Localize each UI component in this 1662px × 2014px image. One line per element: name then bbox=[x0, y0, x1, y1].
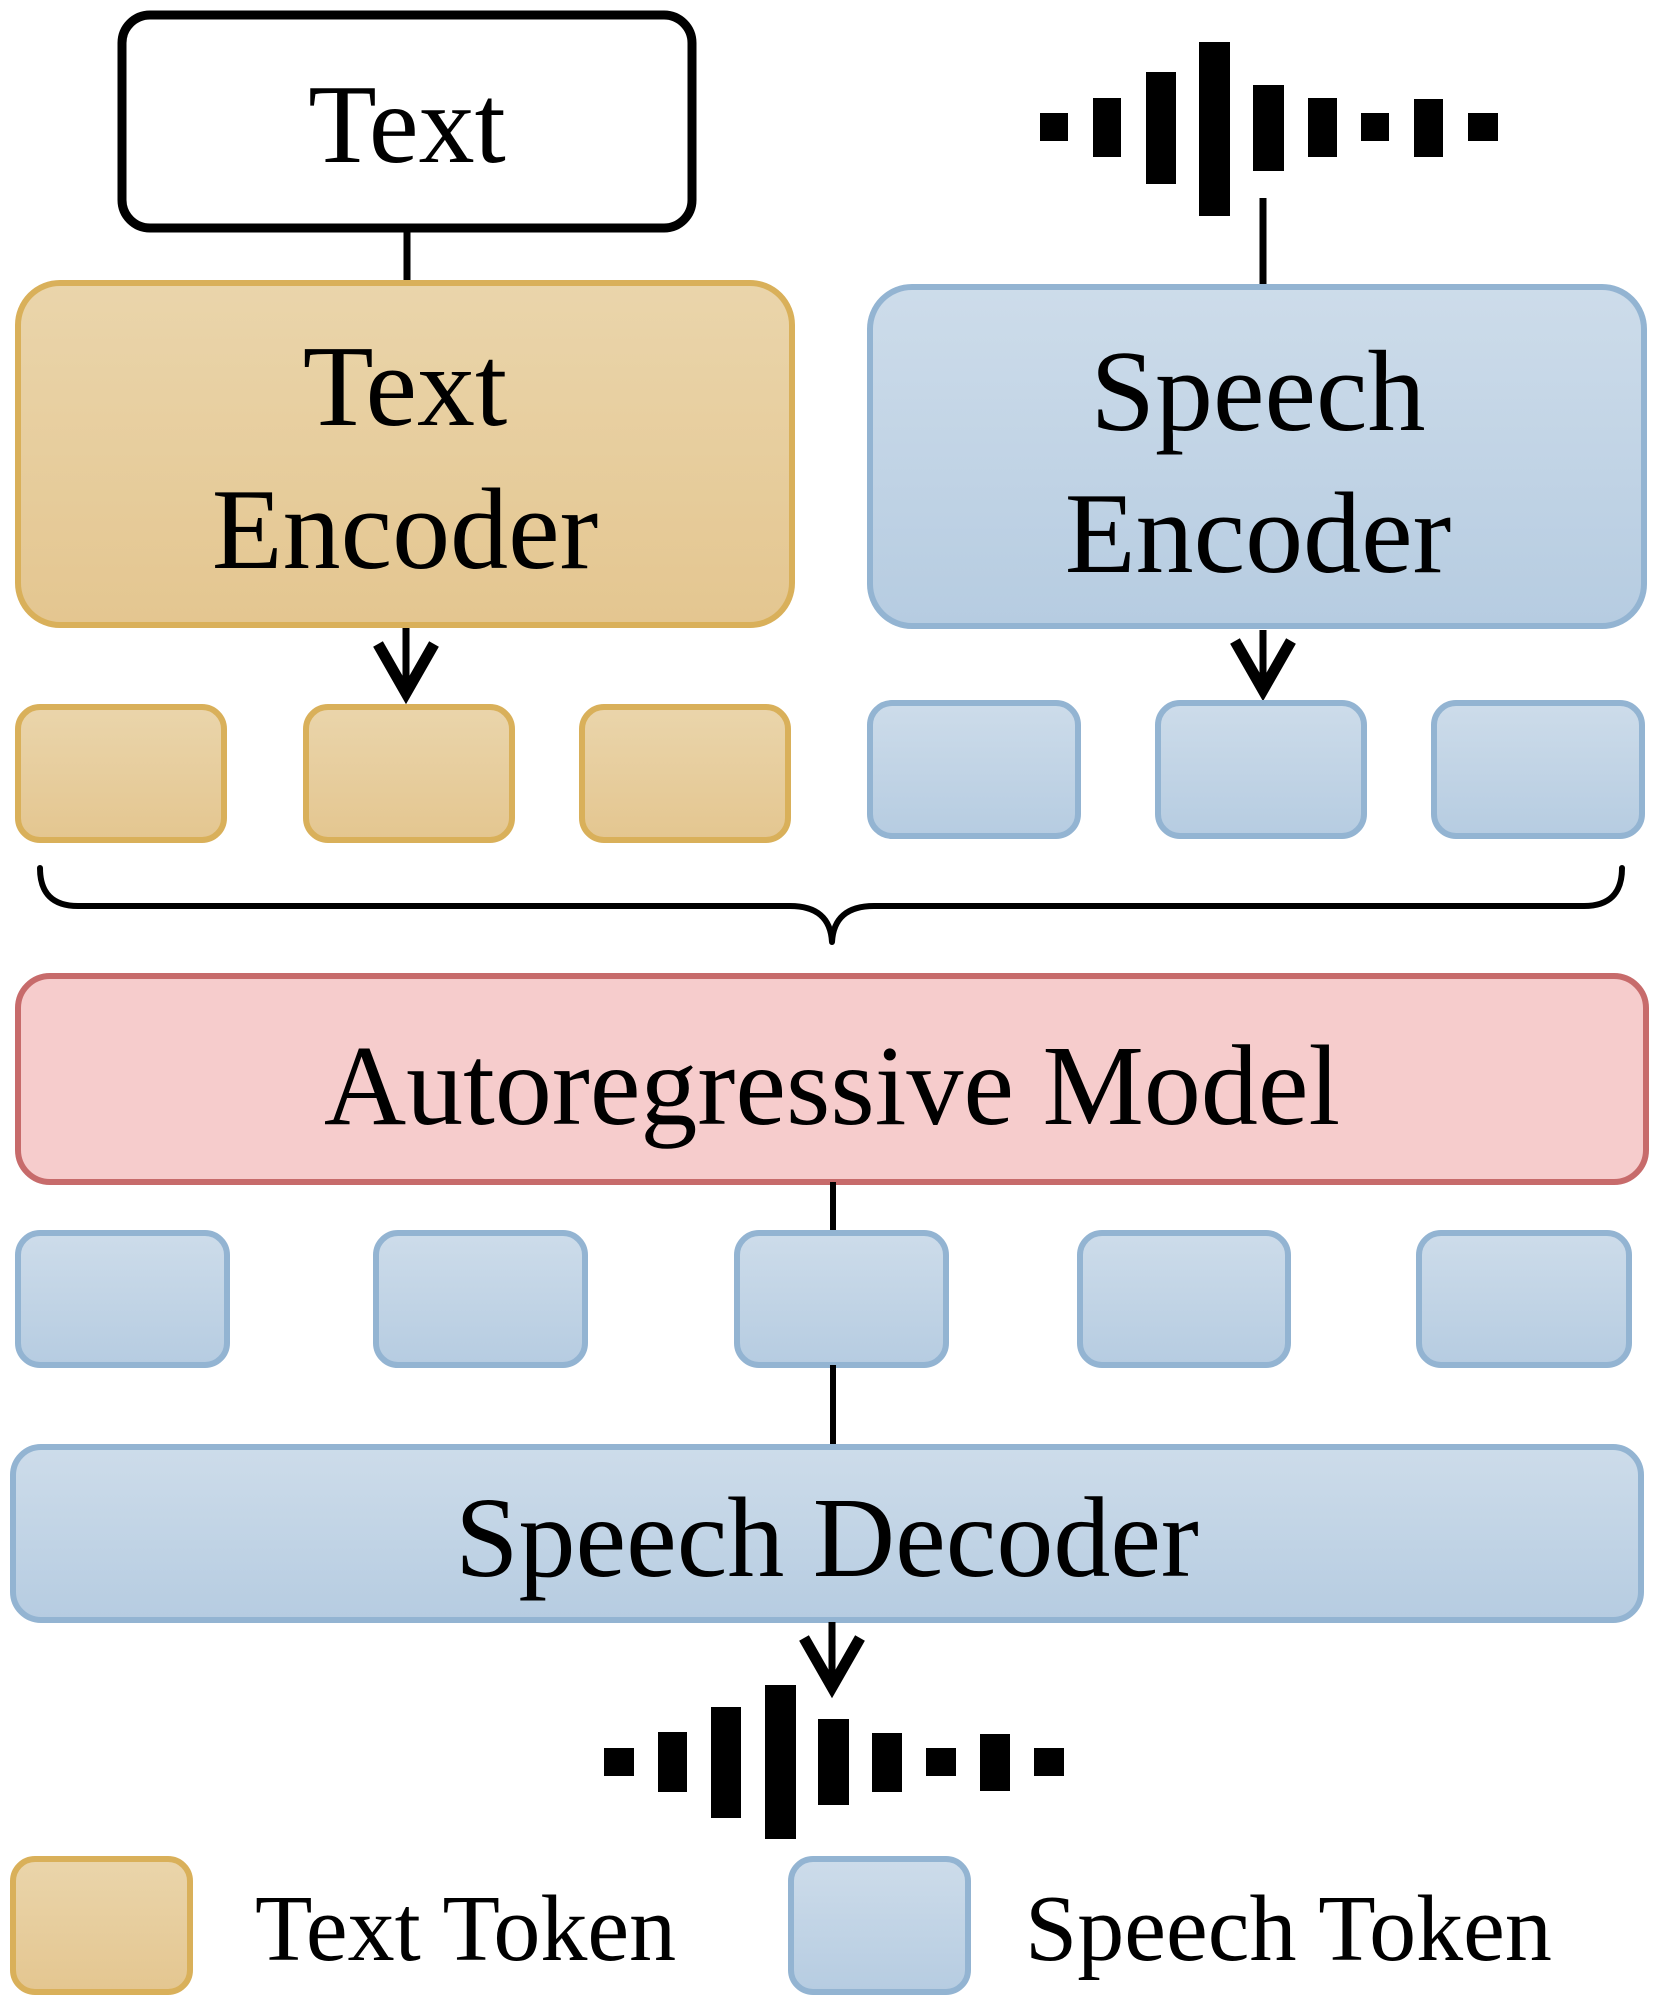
encoded-text-tokens bbox=[15, 704, 791, 843]
text-token bbox=[15, 704, 227, 843]
legend-speech-token-label: Speech Token bbox=[1025, 1877, 1552, 1981]
generated-speech-tokens bbox=[15, 1230, 1632, 1368]
text-token bbox=[303, 704, 515, 843]
text-encoder-title-line2: Encoder bbox=[212, 466, 598, 594]
speech-token bbox=[1155, 700, 1367, 839]
input-text-label: Text bbox=[308, 63, 505, 187]
text-token bbox=[579, 704, 791, 843]
text-encoder-title-line1: Text bbox=[303, 323, 507, 451]
speech-token bbox=[1077, 1230, 1291, 1368]
token-group-brace bbox=[37, 865, 1625, 945]
speech-decoder-label: Speech Decoder bbox=[455, 1474, 1199, 1601]
output-waveform-icon bbox=[604, 1685, 1064, 1839]
legend-speech-token-swatch bbox=[788, 1856, 971, 1995]
speech-encoder-title-line1: Speech bbox=[1091, 328, 1426, 456]
speech-token bbox=[1416, 1230, 1632, 1368]
speech-encoder-block bbox=[867, 284, 1647, 629]
legend-text-token-label: Text Token bbox=[255, 1877, 676, 1981]
speech-decoder-block bbox=[10, 1444, 1644, 1623]
speech-encoder-title-line2: Encoder bbox=[1065, 470, 1451, 598]
speech-token bbox=[867, 700, 1081, 839]
legend: Text Token Speech Token bbox=[10, 1856, 1552, 1995]
encoded-speech-tokens bbox=[867, 700, 1645, 839]
speech-token bbox=[734, 1230, 949, 1368]
input-waveform-icon bbox=[1040, 42, 1498, 216]
speech-token bbox=[1431, 700, 1645, 839]
speech-token bbox=[15, 1230, 230, 1368]
text-encoder-block bbox=[15, 280, 795, 628]
legend-text-token-swatch bbox=[10, 1856, 193, 1995]
speech-token bbox=[373, 1230, 588, 1368]
autoregressive-model-label: Autoregressive Model bbox=[324, 1022, 1340, 1149]
